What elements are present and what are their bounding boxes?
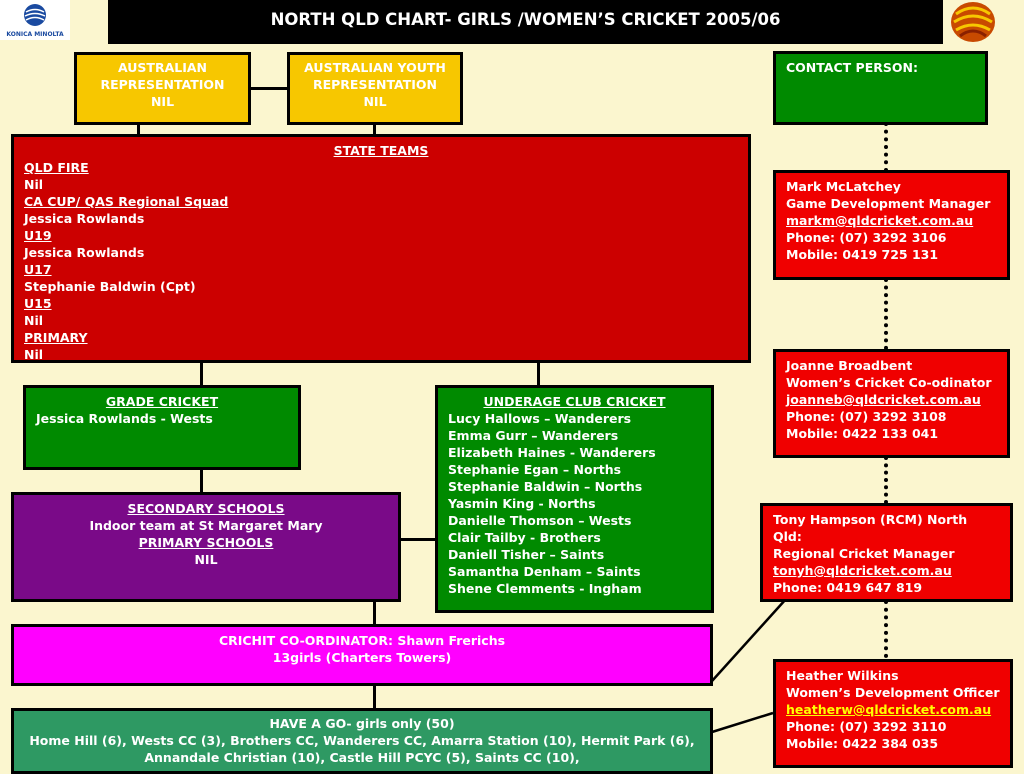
connector-line <box>373 684 376 710</box>
contact-email-link[interactable]: joanneb@qldcricket.com.au <box>786 392 981 407</box>
underage-player: Elizabeth Haines - Wanderers <box>448 445 656 460</box>
state-team-category: CA CUP/ QAS Regional Squad <box>24 194 229 209</box>
page-title: NORTH QLD CHART- GIRLS /WOMEN’S CRICKET … <box>108 0 943 44</box>
state-team-category: U19 <box>24 228 52 243</box>
connector-line <box>137 122 140 137</box>
state-teams-heading: STATE TEAMS <box>333 143 429 158</box>
underage-club-cricket-box: UNDERAGE CLUB CRICKET Lucy Hallows – Wan… <box>435 385 714 613</box>
contact-card-mark-mclatchey: Mark McLatchey Game Development Manager … <box>773 170 1010 280</box>
underage-player: Lucy Hallows – Wanderers <box>448 411 632 426</box>
primary-schools-heading: PRIMARY SCHOOLS <box>138 535 274 550</box>
underage-player: Clair Tailby - Brothers <box>448 530 601 545</box>
connector-line <box>249 87 289 90</box>
australian-line-3: NIL <box>150 94 175 109</box>
primary-schools-text: NIL <box>194 552 218 567</box>
have-a-go-box: HAVE A GO- girls only (50) Home Hill (6)… <box>11 708 713 774</box>
connector-line <box>537 360 540 387</box>
state-team-category: U17 <box>24 262 52 277</box>
contact-person-box: CONTACT PERSON: <box>773 51 988 125</box>
grade-cricket-heading: GRADE CRICKET <box>105 394 219 409</box>
state-team-entry: Nil <box>24 347 44 362</box>
have-a-go-line-2: Home Hill (6), Wests CC (3), Brothers CC… <box>29 733 695 748</box>
contact-mobile: Mobile: 0422 133 041 <box>786 426 939 441</box>
coordinator-line-2: 13girls (Charters Towers) <box>272 650 452 665</box>
contact-name: Mark McLatchey <box>786 179 901 194</box>
contact-name: Joanne Broadbent <box>786 358 913 373</box>
state-teams-box: STATE TEAMS QLD FIRE Nil CA CUP/ QAS Regio… <box>11 134 751 363</box>
svg-text:KONICA MINOLTA: KONICA MINOLTA <box>6 31 64 38</box>
underage-player: Samantha Denham – Saints <box>448 564 641 579</box>
state-team-entry: Nil <box>24 313 44 328</box>
underage-player: Stephanie Egan – Norths <box>448 462 622 477</box>
connector-line <box>200 467 203 495</box>
dotted-connector <box>884 600 892 658</box>
crichit-coordinator-box: CRICHIT CO-ORDINATOR: Shawn Frerichs 13g… <box>11 624 713 686</box>
dotted-connector <box>884 122 892 172</box>
underage-player: Danielle Thomson – Wests <box>448 513 632 528</box>
contact-card-joanne-broadbent: Joanne Broadbent Women’s Cricket Co-odin… <box>773 349 1010 458</box>
contact-card-tony-hampson: Tony Hampson (RCM) North Qld: Regional C… <box>760 503 1013 602</box>
underage-player: Daniell Tisher – Saints <box>448 547 605 562</box>
secondary-schools-heading: SECONDARY SCHOOLS <box>127 501 285 516</box>
contact-name: Heather Wilkins <box>786 668 899 683</box>
state-team-category: QLD FIRE <box>24 160 89 175</box>
cricket-ball-logo <box>946 0 1000 44</box>
state-team-category: U15 <box>24 296 52 311</box>
contact-email-link[interactable]: heatherw@qldcricket.com.au <box>786 702 992 717</box>
dotted-connector <box>884 278 892 350</box>
have-a-go-line-3: Annandale Christian (10), Castle Hill PC… <box>144 750 580 765</box>
state-team-entry: Jessica Rowlands <box>24 245 145 260</box>
contact-phone: Phone: (07) 3292 3110 <box>786 719 947 734</box>
underage-player: Emma Gurr – Wanderers <box>448 428 619 443</box>
state-team-entry: Stephanie Baldwin (Cpt) <box>24 279 196 294</box>
coordinator-line-1: CRICHIT CO-ORDINATOR: Shawn Frerichs <box>218 633 506 648</box>
underage-player: Yasmin King - Norths <box>448 496 596 511</box>
konica-minolta-logo: KONICA MINOLTA <box>0 0 70 40</box>
contact-email-link[interactable]: markm@qldcricket.com.au <box>786 213 974 228</box>
have-a-go-line-1: HAVE A GO- girls only (50) <box>269 716 455 731</box>
australian-line-2: REPRESENTATION <box>100 77 225 92</box>
contact-mobile: Mobile: 0422 384 035 <box>786 736 939 751</box>
schools-box: SECONDARY SCHOOLS Indoor team at St Marg… <box>11 492 401 602</box>
contact-name: Tony Hampson (RCM) North Qld: <box>773 512 968 544</box>
contact-role: Regional Cricket Manager <box>773 546 955 561</box>
grade-cricket-text: Jessica Rowlands - Wests <box>36 411 213 426</box>
contact-mobile: Mobile: 0419 725 131 <box>786 247 939 262</box>
contact-phone: Phone: (07) 3292 3108 <box>786 409 947 424</box>
connector-line <box>200 360 203 387</box>
state-team-entry: Jessica Rowlands <box>24 211 145 226</box>
state-team-category: PRIMARY <box>24 330 88 345</box>
contact-email-link[interactable]: tonyh@qldcricket.com.au <box>773 563 952 578</box>
australian-line-1: AUSTRALIAN <box>117 60 208 75</box>
australian-youth-box: AUSTRALIAN YOUTH REPRESENTATION NIL <box>287 52 463 125</box>
grade-cricket-box: GRADE CRICKET Jessica Rowlands - Wests <box>23 385 301 470</box>
contact-role: Women’s Development Officer <box>786 685 1000 700</box>
state-team-entry: Nil <box>24 177 44 192</box>
connector-line <box>398 538 438 541</box>
contact-phone: Phone: (07) 3292 3106 <box>786 230 947 245</box>
youth-line-1: AUSTRALIAN YOUTH <box>304 60 446 75</box>
connector-line <box>373 599 376 626</box>
contact-role: Women’s Cricket Co-odinator <box>786 375 992 390</box>
youth-line-3: NIL <box>363 94 387 109</box>
contact-label: CONTACT PERSON: <box>786 60 918 75</box>
contact-role: Game Development Manager <box>786 196 991 211</box>
underage-heading: UNDERAGE CLUB CRICKET <box>483 394 666 409</box>
contact-phone: Phone: 0419 647 819 <box>773 580 923 595</box>
australian-representation-box: AUSTRALIAN REPRESENTATION NIL <box>74 52 251 125</box>
contact-card-heather-wilkins: Heather Wilkins Women’s Development Offi… <box>773 659 1013 768</box>
underage-player: Stephanie Baldwin – Norths <box>448 479 643 494</box>
dotted-connector <box>884 456 892 504</box>
secondary-schools-text: Indoor team at St Margaret Mary <box>89 518 323 533</box>
youth-line-2: REPRESENTATION <box>312 77 438 92</box>
underage-player: Shene Clemments - Ingham <box>448 581 642 596</box>
connector-line <box>373 122 376 137</box>
